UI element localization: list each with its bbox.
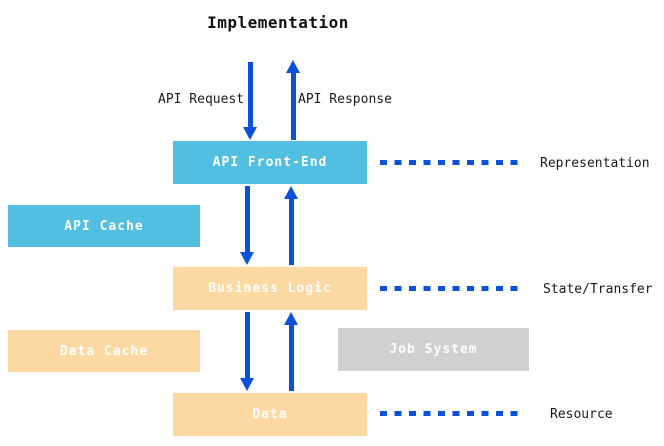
resource-dashed-line: [380, 411, 522, 416]
representation-label: Representation: [540, 156, 650, 171]
state-transfer-label: State/Transfer: [543, 282, 653, 297]
api-front-end-label: API Front-End: [212, 155, 328, 170]
data-box: Data: [173, 393, 367, 436]
state-transfer-dashed-line: [380, 286, 522, 291]
logic-to-data-arrow: [240, 312, 255, 391]
api-cache-label: API Cache: [64, 218, 144, 234]
arrow-line: [289, 324, 294, 391]
arrowhead-down-icon: [240, 252, 254, 265]
frontend-to-logic-arrow: [240, 186, 255, 265]
api-request-label: API Request: [158, 92, 245, 107]
api-response-arrow: [286, 60, 301, 140]
business-logic-box: Business Logic: [173, 267, 367, 310]
arrowhead-up-icon: [284, 312, 298, 325]
api-cache-box: API Cache: [8, 205, 200, 247]
arrow-line: [245, 186, 250, 253]
job-system-label: Job System: [389, 342, 478, 357]
job-system-box: Job System: [338, 328, 529, 371]
arrow-line: [248, 62, 253, 128]
resource-label: Resource: [550, 407, 613, 422]
data-cache-box: Data Cache: [8, 330, 200, 372]
diagram-title: Implementation: [207, 13, 349, 32]
data-cache-label: Data Cache: [59, 343, 149, 359]
logic-to-frontend-arrow: [284, 186, 299, 265]
arrowhead-down-icon: [243, 127, 257, 140]
arrow-line: [289, 198, 294, 265]
arrow-line: [245, 312, 250, 379]
arrowhead-up-icon: [284, 186, 298, 199]
api-request-arrow: [243, 62, 258, 140]
arrow-line: [291, 72, 296, 140]
api-front-end-box: API Front-End: [173, 141, 367, 184]
arrowhead-down-icon: [240, 378, 254, 391]
data-label: Data: [252, 407, 288, 422]
business-logic-label: Business Logic: [208, 281, 332, 296]
representation-dashed-line: [380, 160, 522, 165]
api-response-label: API Response: [298, 92, 392, 107]
data-to-logic-arrow: [284, 312, 299, 391]
arrowhead-up-icon: [286, 60, 300, 73]
